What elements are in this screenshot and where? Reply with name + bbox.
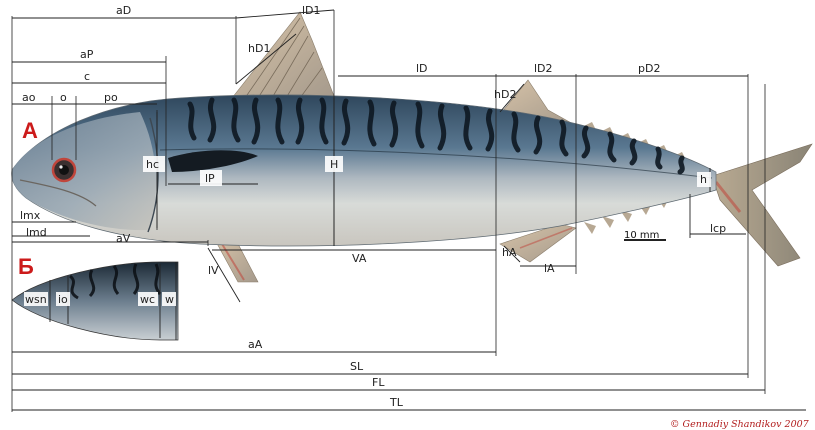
label-lD1: lD1: [302, 4, 321, 17]
label-lmx: lmx: [20, 209, 41, 222]
label-c: c: [84, 70, 90, 83]
label-w: w: [165, 293, 174, 306]
label-aD: aD: [116, 4, 131, 17]
fish-photo-a: [12, 12, 812, 282]
label-aP: aP: [80, 48, 94, 61]
label-ao: ao: [22, 91, 36, 104]
label-lA: lA: [544, 262, 555, 275]
label-hA: hA: [502, 246, 517, 259]
label-aV: aV: [116, 232, 131, 245]
label-wc: wc: [140, 293, 155, 306]
label-o: o: [60, 91, 67, 104]
panel-b-letter: Б: [18, 254, 34, 279]
label-hc: hc: [146, 158, 159, 171]
panel-a-letter: А: [22, 118, 38, 143]
label-io: io: [58, 293, 68, 306]
label-H: H: [330, 158, 338, 171]
label-TL: TL: [389, 396, 404, 409]
first-dorsal-fin: [232, 12, 334, 98]
label-lcp: lcp: [710, 222, 726, 235]
label-lmd: lmd: [26, 226, 47, 239]
label-SL: SL: [350, 360, 364, 373]
caudal-fin: [712, 144, 812, 266]
label-lD2: lD2: [534, 62, 553, 75]
scale-bar-label: 10 mm: [624, 230, 659, 241]
label-hD2: hD2: [494, 88, 516, 101]
label-hD1: hD1: [248, 42, 270, 55]
label-lD: lD: [416, 62, 428, 75]
label-lV: lV: [208, 264, 219, 277]
label-lP: lP: [205, 172, 215, 185]
label-wsn: wsn: [25, 293, 47, 306]
label-VA: VA: [352, 252, 367, 265]
label-po: po: [104, 91, 118, 104]
label-aA: aA: [248, 338, 263, 351]
copyright-text: © Gennadiy Shandikov 2007: [670, 419, 810, 430]
label-pD2: pD2: [638, 62, 660, 75]
label-h: h: [700, 173, 707, 186]
label-FL: FL: [372, 376, 385, 389]
